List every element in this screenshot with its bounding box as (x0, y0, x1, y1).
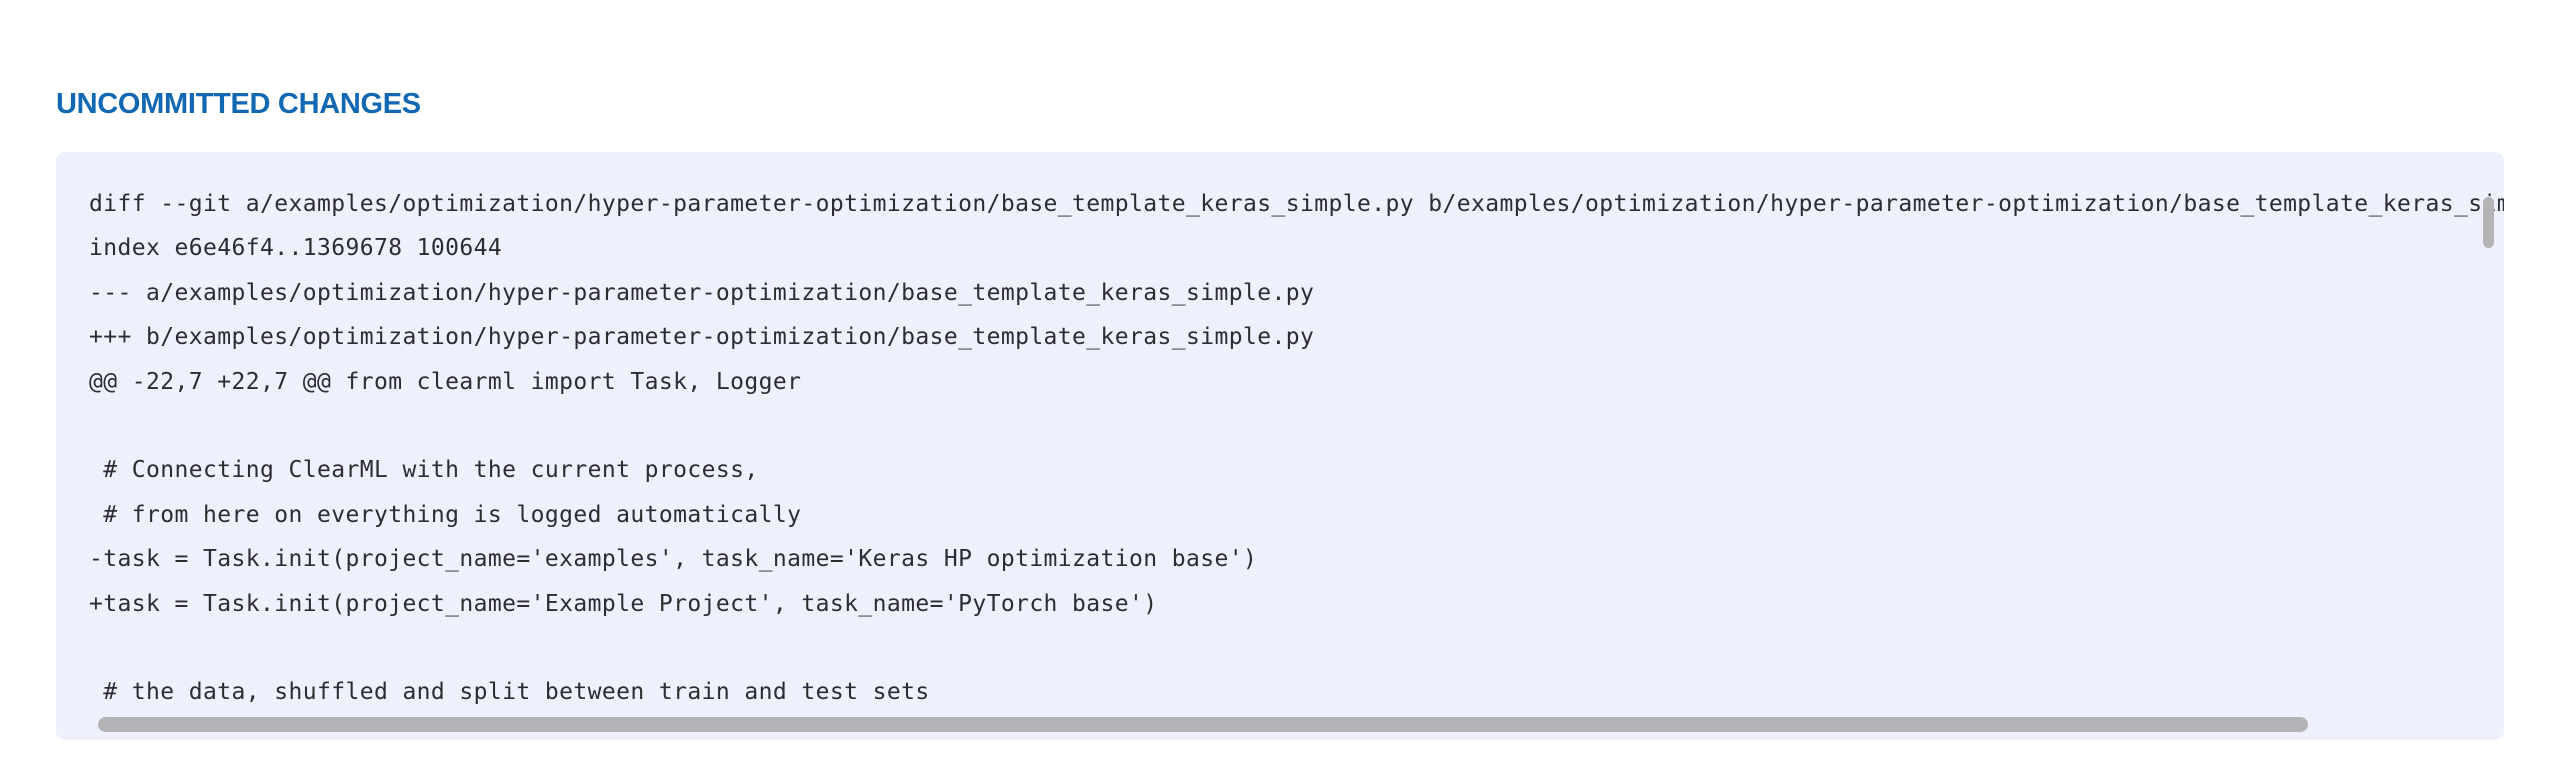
diff-line: --- a/examples/optimization/hyper-parame… (89, 279, 1315, 306)
uncommitted-changes-title: UNCOMMITTED CHANGES (56, 88, 421, 120)
diff-line: # the data, shuffled and split between t… (89, 679, 930, 706)
diff-code: diff --git a/examples/optimization/hyper… (89, 182, 2504, 715)
diff-line: -task = Task.init(project_name='examples… (89, 546, 1258, 573)
diff-line: index e6e46f4..1369678 100644 (89, 235, 503, 262)
diff-panel[interactable]: diff --git a/examples/optimization/hyper… (56, 152, 2504, 740)
diff-line (89, 404, 2504, 448)
vertical-scrollbar-thumb[interactable] (2483, 197, 2494, 248)
diff-line: +task = Task.init(project_name='Example … (89, 590, 1158, 617)
diff-line: @@ -22,7 +22,7 @@ from clearml import Ta… (89, 368, 802, 395)
diff-line: +++ b/examples/optimization/hyper-parame… (89, 324, 1315, 351)
diff-line (89, 626, 2504, 670)
diff-line: diff --git a/examples/optimization/hyper… (89, 191, 2504, 217)
horizontal-scrollbar-thumb[interactable] (98, 717, 2308, 732)
diff-line: # Connecting ClearML with the current pr… (89, 457, 759, 484)
diff-line: # from here on everything is logged auto… (89, 501, 802, 528)
